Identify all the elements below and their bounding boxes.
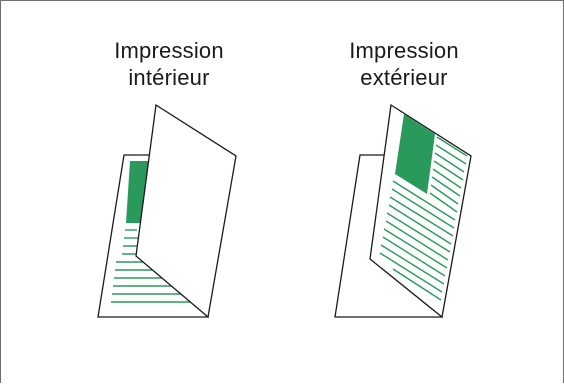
caption-inside-print: Impression intérieur	[79, 37, 259, 91]
caption-outside-line2: extérieur	[360, 65, 448, 90]
caption-inside-line2: intérieur	[128, 65, 210, 90]
caption-outside-line1: Impression	[349, 38, 459, 63]
inside-front-page	[135, 103, 237, 319]
outside-front-page	[369, 103, 472, 319]
caption-inside-line1: Impression	[114, 38, 224, 63]
outside-print-figure	[334, 103, 472, 319]
caption-outside-print: Impression extérieur	[314, 37, 494, 91]
outside-text-lines	[379, 136, 468, 301]
outside-image-block	[395, 114, 435, 194]
inside-print-figure	[97, 103, 237, 319]
